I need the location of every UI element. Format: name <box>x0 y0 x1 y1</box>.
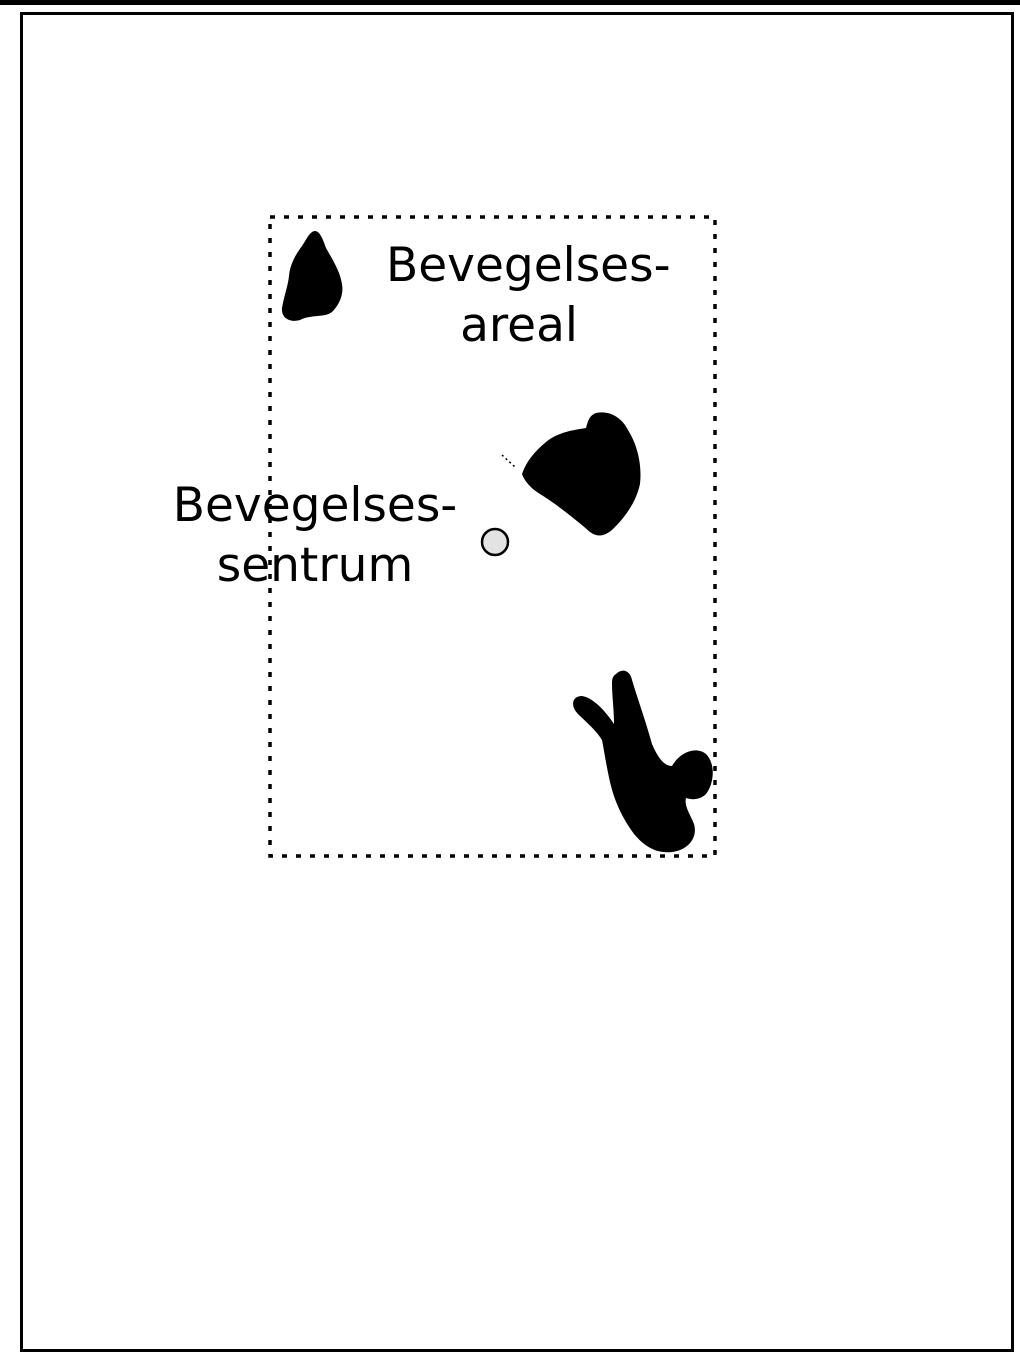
ink-figure-bottom-right-icon <box>573 670 713 853</box>
movement-area-label-line2: areal <box>460 298 578 353</box>
movement-center-label: Bevegelses- sentrum <box>172 476 458 596</box>
page-frame <box>20 12 1014 1352</box>
pointer-tick <box>501 454 517 469</box>
movement-area-label-line1: Bevegelses- <box>386 238 671 293</box>
movement-center-circle-icon <box>480 527 510 557</box>
top-border-bar <box>0 0 1020 5</box>
movement-center-label-line2: sentrum <box>216 538 414 593</box>
movement-area-boundary <box>268 215 717 858</box>
movement-area-label: Bevegelses- areal <box>386 236 671 356</box>
ink-blob-middle-icon <box>522 412 641 536</box>
movement-center-label-line1: Bevegelses- <box>172 478 458 533</box>
ink-blob-top-left-icon <box>281 230 343 321</box>
